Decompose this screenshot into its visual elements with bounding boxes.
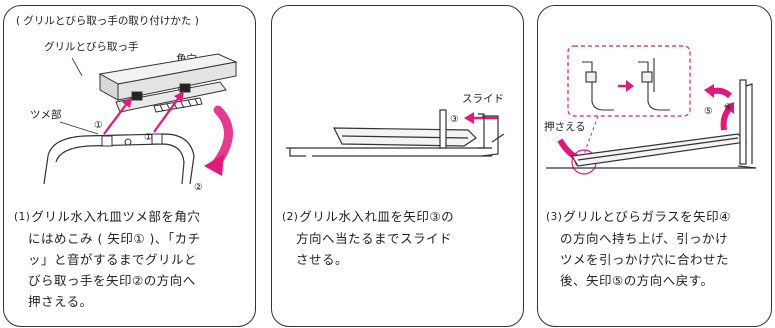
step3-panel: 押さえる ④ ⑤ (3)グリルとびらガラスを矢印④ の方向へ持ち上げ、引っかけ: [537, 5, 772, 327]
tray-slide-illustration: スライド ③: [286, 93, 505, 157]
step2-panel: スライド ③ (2)グリル水入れ皿を矢印③の 方向へ当たるまでスライド させる。: [271, 5, 524, 327]
step2-line-1: グリル水入れ皿を矢印③の: [299, 209, 455, 224]
step3-caption: (3)グリルとびらガラスを矢印④ の方向へ持ち上げ、引っかけ ツメを引っかけ穴に…: [546, 206, 731, 291]
mark-4: ④: [724, 102, 733, 113]
label-handle: グリルとびら取っ手: [44, 40, 139, 53]
label-press: 押さえる: [544, 120, 586, 133]
mark-1a: ①: [94, 120, 103, 131]
arrow-2: [204, 105, 233, 176]
step2-line-2: 方向へ当たるまでスライド: [296, 231, 453, 246]
label-slide: スライド: [462, 93, 504, 105]
step2-caption: (2)グリル水入れ皿を矢印③の 方向へ当たるまでスライド させる。: [282, 206, 454, 270]
step1-line-2: にはめこみ ( 矢印① )、「カチ: [28, 231, 201, 246]
mark-2: ②: [194, 182, 203, 193]
step1-line-4: びら取っ手を矢印②の方向へ: [28, 273, 196, 288]
step3-line-2: の方向へ持ち上げ、引っかけ: [560, 231, 729, 246]
step1-caption: (1)グリル水入れ皿ツメ部を角穴 にはめこみ ( 矢印① )、「カチ ッ」と音が…: [14, 206, 201, 312]
step2-number: (2): [282, 211, 299, 223]
step1-panel: ( グリルとびら取っ手の取り付けかた ) グリルとびら取っ手 角穴 ツメ部: [3, 5, 256, 327]
step2-line-3: させる。: [296, 252, 349, 267]
claw-right: [151, 133, 163, 145]
handle-attach-illustration: ( グリルとびら取っ手の取り付けかた ) グリルとびら取っ手 角穴 ツメ部: [16, 14, 238, 193]
door-profile: [546, 79, 757, 169]
claw-left: [101, 135, 113, 147]
step1-line-1: グリル水入れ皿ツメ部を角穴: [31, 209, 201, 224]
arrow-3: [464, 112, 498, 124]
tray-profile: [286, 109, 505, 157]
glass-return-illustration: 押さえる ④ ⑤: [544, 45, 757, 175]
label-claw: ツメ部: [30, 108, 62, 121]
mark-1b: ①: [144, 132, 153, 143]
panel1-heading: ( グリルとびら取っ手の取り付けかた ): [16, 14, 199, 27]
arrow-1: [103, 91, 184, 135]
step1-line-5: 押さえる。: [28, 294, 93, 309]
step3-line-3: ツメを引っかけ穴に合わせた: [560, 252, 730, 267]
handle-part: [98, 53, 238, 113]
mark-3: ③: [450, 114, 459, 125]
mark-5: ⑤: [704, 106, 713, 117]
detail-arrow: [618, 80, 634, 92]
arrow-4: [720, 102, 734, 131]
step1-line-3: ッ」と音がするまでグリルと: [28, 252, 198, 267]
step3-number: (3): [546, 211, 563, 223]
step1-number: (1): [14, 211, 31, 223]
step3-line-1: グリルとびらガラスを矢印④: [563, 209, 731, 224]
tray-frame: [43, 133, 195, 185]
step3-line-4: 後、矢印⑤の方向へ戻す。: [560, 273, 714, 288]
arrow-5: [704, 84, 733, 99]
detail-box: [567, 45, 691, 117]
